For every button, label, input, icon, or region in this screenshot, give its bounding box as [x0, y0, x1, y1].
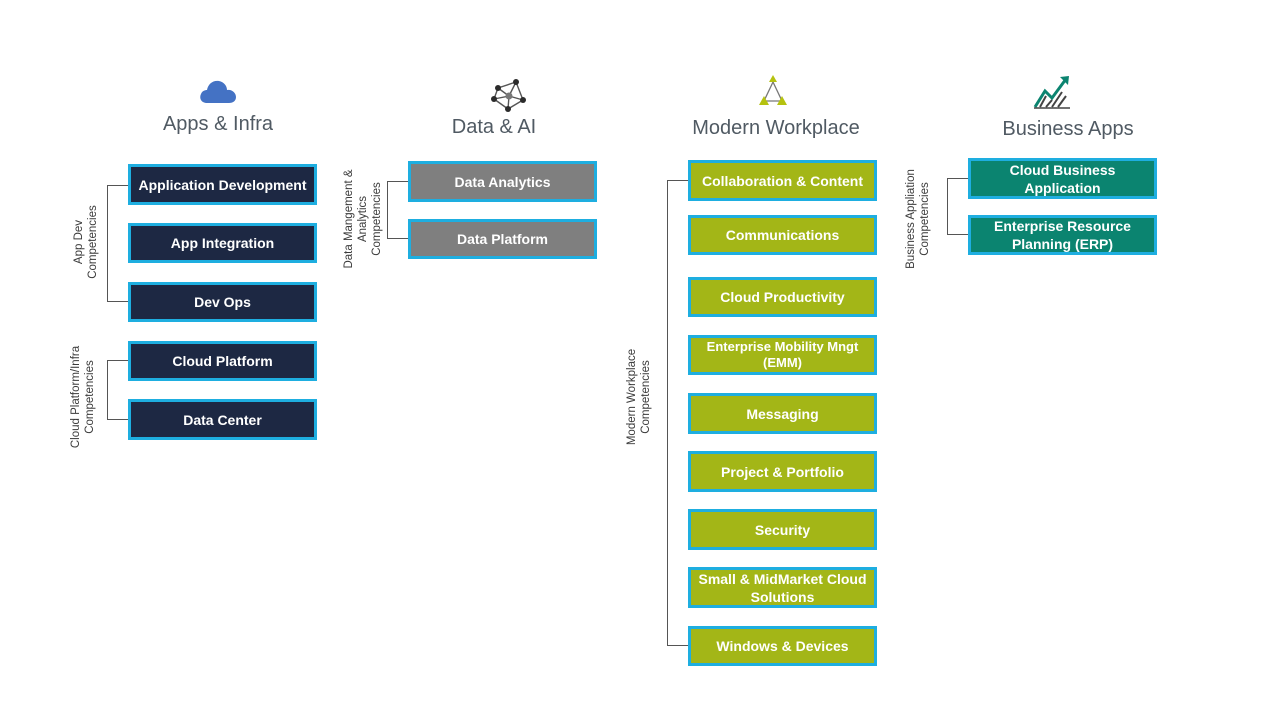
- connector-line: [667, 645, 689, 646]
- column-title-modern-workplace: Modern Workplace: [692, 117, 860, 139]
- connector-line: [947, 178, 948, 235]
- network-icon: [490, 78, 528, 114]
- connector-line: [107, 301, 129, 302]
- connector-line: [667, 180, 668, 646]
- competency-windows-devices[interactable]: Windows & Devices: [688, 626, 877, 666]
- connector-line: [387, 181, 409, 182]
- column-title-apps-infra: Apps & Infra: [162, 113, 274, 135]
- group-label-cloud-platform: Cloud Platform/Infra Competencies: [70, 345, 96, 449]
- competency-data-platform[interactable]: Data Platform: [408, 219, 597, 259]
- column-title-business-apps: Business Apps: [1002, 118, 1134, 140]
- connector-line: [107, 185, 108, 302]
- competency-enterprise-mobility[interactable]: Enterprise Mobility Mngt (EMM): [688, 335, 877, 375]
- competency-communications[interactable]: Communications: [688, 215, 877, 255]
- connector-line: [667, 180, 689, 181]
- competency-erp[interactable]: Enterprise Resource Planning (ERP): [968, 215, 1157, 255]
- competency-application-development[interactable]: Application Development: [128, 164, 317, 205]
- connector-line: [387, 181, 388, 239]
- competency-cloud-platform[interactable]: Cloud Platform: [128, 341, 317, 381]
- group-label-business-apps: Business Appliation Competencies: [905, 169, 931, 269]
- connector-line: [107, 419, 129, 420]
- competency-cloud-business-application[interactable]: Cloud Business Application: [968, 158, 1157, 199]
- competency-data-analytics[interactable]: Data Analytics: [408, 161, 597, 202]
- connector-line: [947, 234, 969, 235]
- growth-chart-icon: [1032, 74, 1072, 110]
- competency-project-portfolio[interactable]: Project & Portfolio: [688, 451, 877, 492]
- column-title-data-ai: Data & AI: [451, 116, 537, 138]
- triangle-nodes-icon: [755, 74, 791, 108]
- competency-data-center[interactable]: Data Center: [128, 399, 317, 440]
- competency-small-midmarket[interactable]: Small & MidMarket Cloud Solutions: [688, 567, 877, 608]
- cloud-icon: [199, 78, 237, 104]
- group-label-app-dev: App Dev Competencies: [73, 205, 99, 279]
- competency-app-integration[interactable]: App Integration: [128, 223, 317, 263]
- competency-security[interactable]: Security: [688, 509, 877, 550]
- competency-messaging[interactable]: Messaging: [688, 393, 877, 434]
- group-label-data: Data Mangement & Analytics Competencies: [343, 169, 383, 269]
- connector-line: [107, 360, 129, 361]
- connector-line: [387, 238, 409, 239]
- competency-dev-ops[interactable]: Dev Ops: [128, 282, 317, 322]
- competency-collaboration-content[interactable]: Collaboration & Content: [688, 160, 877, 201]
- connector-line: [107, 360, 108, 420]
- connector-line: [947, 178, 969, 179]
- connector-line: [107, 185, 129, 186]
- group-label-modern-workplace: Modern Workplace Competencies: [626, 348, 652, 446]
- competency-cloud-productivity[interactable]: Cloud Productivity: [688, 277, 877, 317]
